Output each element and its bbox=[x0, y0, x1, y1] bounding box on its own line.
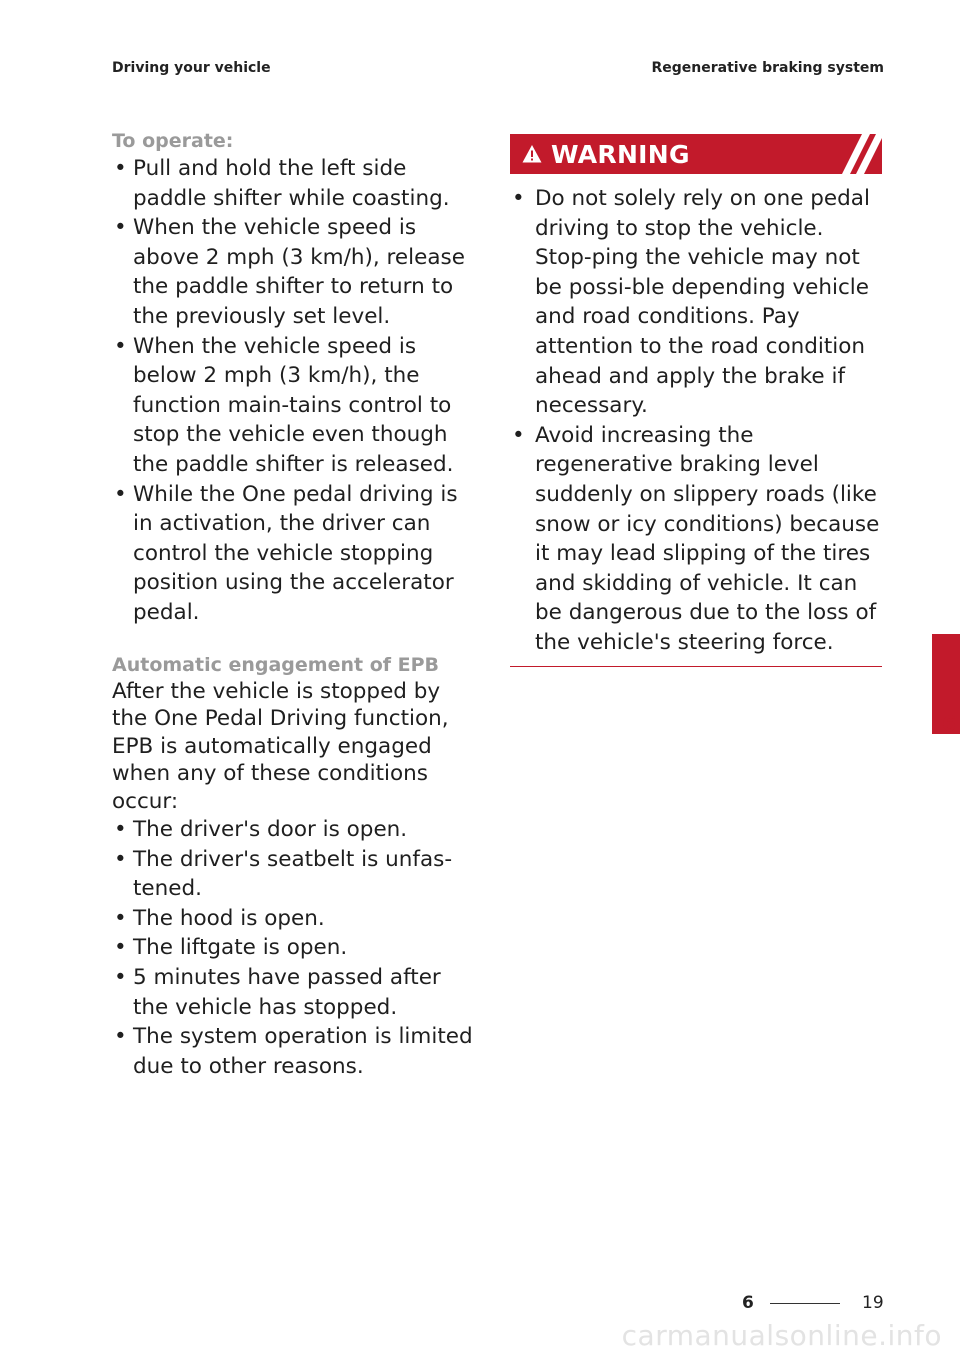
list-item: •The driver's door is open. bbox=[112, 815, 482, 845]
bullet-dot: • bbox=[114, 333, 127, 359]
chapter-side-tab bbox=[932, 634, 960, 734]
bullet-dot: • bbox=[512, 186, 525, 211]
list-item: •The liftgate is open. bbox=[112, 933, 482, 963]
epb-intro: After the vehicle is stopped by the One … bbox=[112, 678, 449, 814]
list-item: •The system operation is limited due to … bbox=[114, 1024, 473, 1079]
list-item: •While the One pedal driving is in activ… bbox=[114, 481, 458, 625]
operate-heading: To operate: bbox=[112, 130, 234, 152]
list-item: •Do not solely rely on one pedal driving… bbox=[512, 186, 870, 419]
bullet-dot: • bbox=[114, 1024, 127, 1050]
list-item: •The driver's seatbelt is unfas-tened. bbox=[114, 846, 453, 902]
list-item: •5 minutes have passed after the vehicle… bbox=[114, 964, 441, 1020]
bullet-dot: • bbox=[114, 964, 127, 990]
bullet-dot: • bbox=[114, 215, 127, 241]
bullet-dot: • bbox=[512, 422, 525, 448]
warning-box: WARNING •Do not solely rely on one pedal… bbox=[510, 134, 882, 667]
bullet-dot: • bbox=[114, 817, 127, 842]
warning-stripes-decoration bbox=[812, 134, 882, 174]
footer-divider bbox=[770, 1303, 840, 1304]
list-item: •The hood is open. bbox=[112, 904, 482, 934]
warning-triangle-icon bbox=[522, 145, 542, 163]
running-header-right: Regenerative braking system bbox=[651, 60, 884, 76]
bullet-dot: • bbox=[114, 905, 127, 931]
list-item: •When the vehicle speed is below 2 mph (… bbox=[114, 333, 454, 477]
warning-banner: WARNING bbox=[510, 134, 882, 174]
bullet-dot: • bbox=[114, 846, 127, 872]
list-item: •When the vehicle speed is above 2 mph (… bbox=[114, 215, 465, 329]
warning-bottom-rule bbox=[510, 665, 882, 667]
bullet-dot: • bbox=[114, 935, 127, 961]
list-item: •Avoid increasing the regenerative braki… bbox=[512, 422, 880, 655]
epb-conditions-list: •The driver's door is open. •The driver'… bbox=[112, 815, 482, 1081]
footer-page-number: 19 bbox=[862, 1293, 884, 1313]
footer-chapter-number: 6 bbox=[742, 1293, 754, 1313]
watermark: carmanualsonline.info bbox=[621, 1319, 942, 1352]
epb-heading: Automatic engagement of EPB bbox=[112, 653, 440, 676]
list-item: •Pull and hold the left side paddle shif… bbox=[114, 156, 450, 211]
chapter-side-number: 6 bbox=[942, 712, 956, 736]
warning-list: •Do not solely rely on one pedal driving… bbox=[510, 184, 882, 658]
bullet-dot: • bbox=[114, 156, 127, 181]
warning-title: WARNING bbox=[551, 139, 690, 169]
bullet-dot: • bbox=[114, 481, 127, 507]
left-column: To operate: •Pull and hold the left side… bbox=[112, 128, 482, 1081]
operate-list: •Pull and hold the left side paddle shif… bbox=[112, 154, 482, 628]
running-header-left: Driving your vehicle bbox=[112, 60, 271, 76]
